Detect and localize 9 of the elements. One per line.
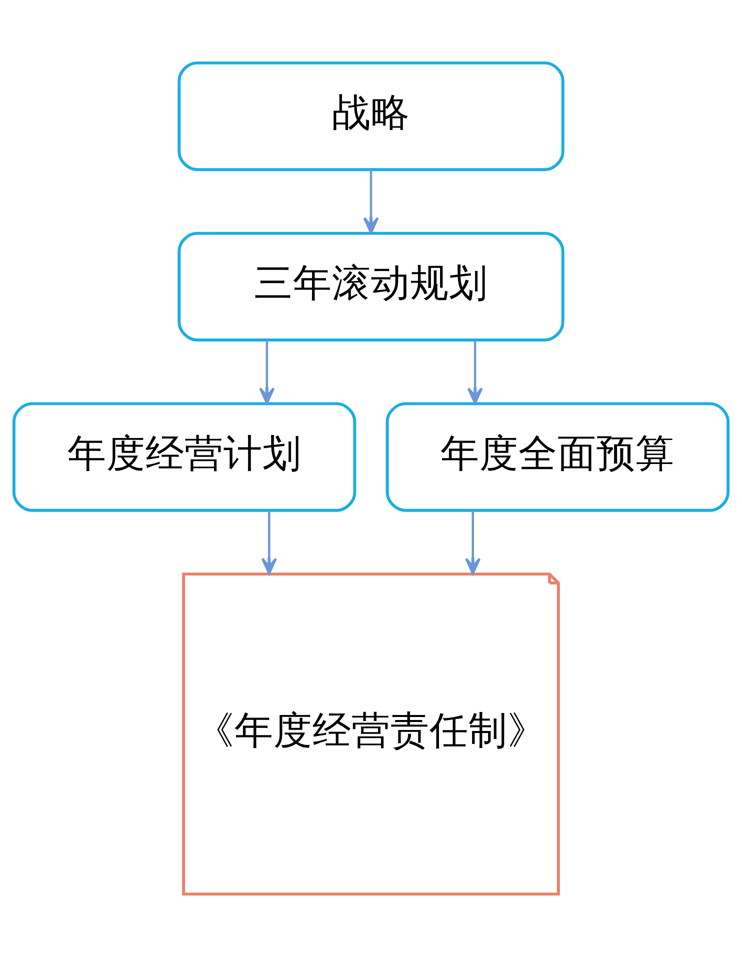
node-box: 战略 [178,60,564,171]
arrow [467,340,483,404]
node-box: 三年滚动规划 [178,231,564,341]
node-box: 年度经营计划 [12,402,356,512]
arrow [259,340,275,404]
arrow [465,510,481,574]
arrow [261,510,277,574]
node-box: 年度全面预算 [386,402,730,512]
arrow [363,169,379,234]
